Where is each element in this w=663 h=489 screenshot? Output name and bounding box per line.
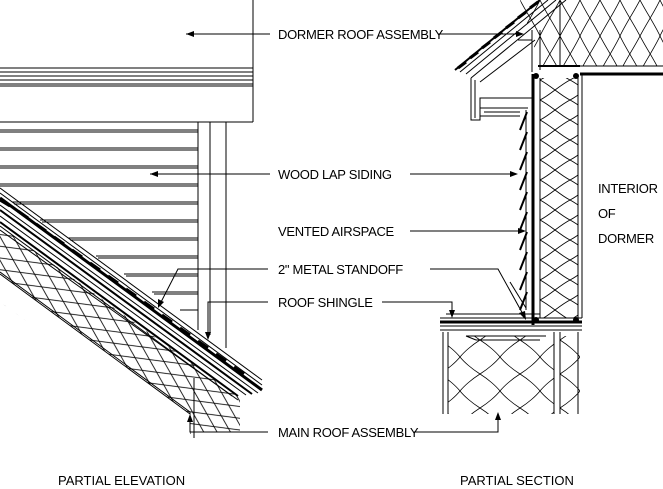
arrowhead-icon — [516, 31, 524, 37]
dormer-roof-slope — [454, 0, 567, 121]
leader-shingle-right — [382, 301, 453, 314]
dormer-roof-face — [0, 0, 254, 123]
arrowhead-icon — [519, 311, 526, 320]
label-wood-lap-siding: WOOD LAP SIDING — [278, 167, 392, 182]
partial-section-drawing — [440, 0, 663, 414]
label-interior-line1: INTERIOR — [598, 181, 658, 196]
title-partial-section: PARTIAL SECTION — [460, 473, 574, 488]
label-interior-line2: OF — [598, 206, 616, 221]
arrowhead-icon — [158, 299, 164, 308]
dormer-wall-section — [509, 73, 583, 325]
leader-shingle-left — [207, 301, 268, 336]
arrowhead-icon — [205, 332, 211, 340]
leader-standoff-right — [430, 268, 525, 317]
callout-labels: DORMER ROOF ASSEMBLY WOOD LAP SIDING VEN… — [278, 27, 658, 440]
label-vented-airspace: VENTED AIRSPACE — [278, 224, 395, 239]
label-metal-standoff: 2" METAL STANDOFF — [278, 262, 403, 277]
label-roof-shingle: ROOF SHINGLE — [278, 295, 373, 310]
leader-main-roof-right — [414, 416, 499, 433]
arrowhead-icon — [518, 228, 526, 234]
arrowhead-icon — [187, 414, 193, 422]
base-floor-section — [440, 313, 582, 414]
leader-main-roof-left — [189, 418, 268, 433]
leader-standoff-left — [159, 268, 268, 305]
arrowhead-icon — [510, 171, 518, 177]
leader-lines — [150, 31, 526, 433]
dormer-roof-insulation — [520, 0, 663, 76]
wood-lap-siding-elevation — [0, 129, 198, 311]
view-titles: PARTIAL ELEVATION PARTIAL SECTION — [58, 473, 574, 488]
label-main-roof-assembly: MAIN ROOF ASSEMBLY — [278, 425, 419, 440]
arrowhead-icon — [449, 310, 455, 318]
arrowhead-icon — [186, 31, 194, 37]
label-interior-line3: DORMER — [598, 231, 654, 246]
corner-trim — [197, 122, 227, 348]
title-partial-elevation: PARTIAL ELEVATION — [58, 473, 185, 488]
arrowhead-icon — [150, 171, 158, 177]
arrowhead-icon — [495, 412, 501, 420]
label-dormer-roof-assembly: DORMER ROOF ASSEMBLY — [278, 27, 444, 42]
